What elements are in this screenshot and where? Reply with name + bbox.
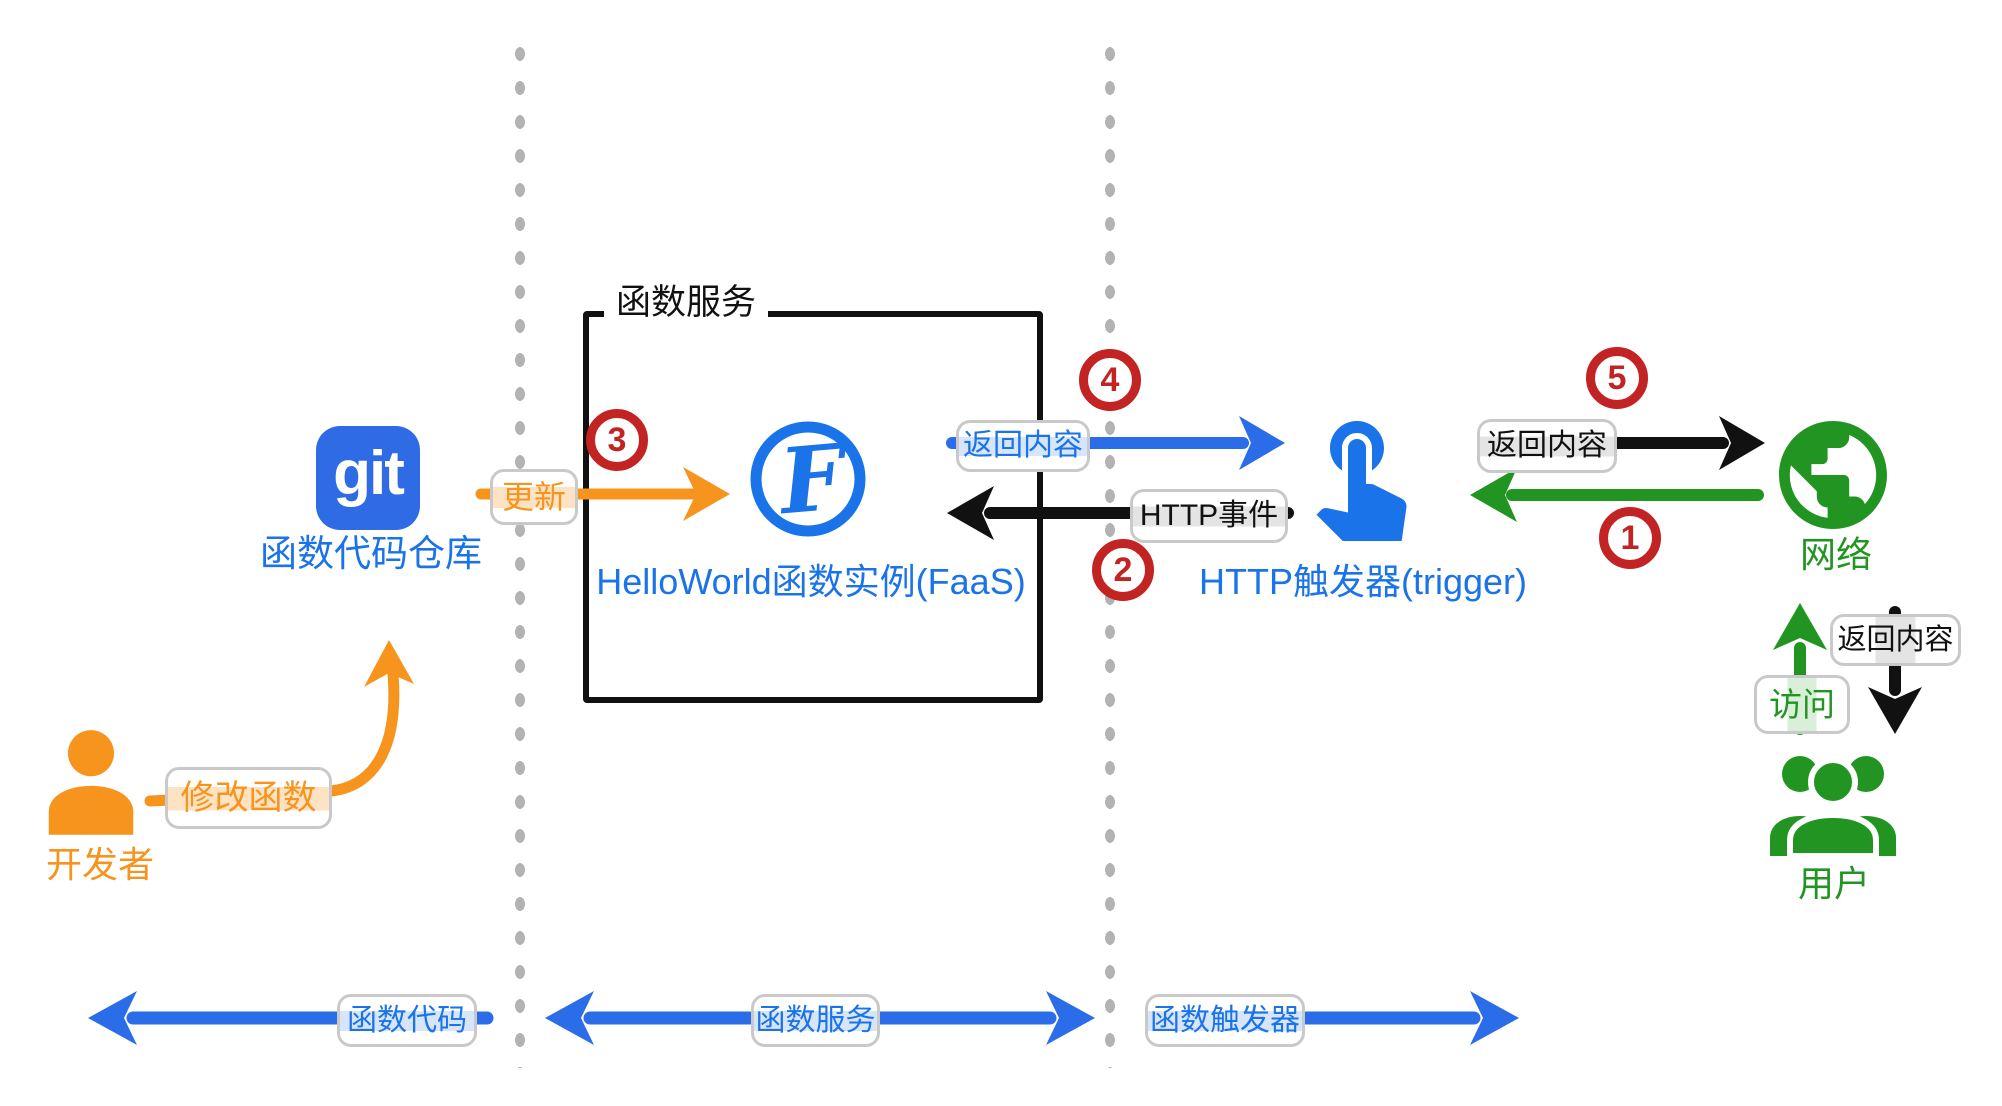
git-icon: git (316, 426, 420, 530)
return-content-edge-label-2: 返回内容 (1477, 419, 1617, 473)
return-content-arrow-trigger-to-network (1604, 416, 1765, 470)
lane-trigger-arrow (1293, 991, 1519, 1045)
function-f-icon: F (750, 421, 866, 537)
git-repo-label: 函数代码仓库 (260, 533, 482, 574)
return-content-edge-label-3: 返回内容 (1830, 614, 1961, 666)
git-logo-text: git (333, 438, 405, 508)
function-service-box-title: 函数服务 (604, 282, 769, 324)
network-globe-icon (1779, 421, 1887, 529)
network-label: 网络 (1799, 534, 1873, 575)
modify-function-edge-label: 修改函数 (165, 767, 332, 829)
step-badge-5: 5 (1586, 347, 1648, 409)
return-content-edge-label-1: 返回内容 (956, 420, 1090, 472)
step-badge-3: 3 (586, 409, 648, 471)
lane-trigger-label: 函数触发器 (1145, 994, 1305, 1047)
touch-trigger-icon (1316, 421, 1407, 541)
http-event-edge-label: HTTP事件 (1130, 489, 1288, 543)
http-trigger-label: HTTP触发器(trigger) (1198, 561, 1528, 602)
developer-label: 开发者 (45, 844, 155, 885)
users-label: 用户 (1797, 863, 1871, 904)
update-edge-label: 更新 (490, 469, 578, 525)
access-edge-label: 访问 (1754, 675, 1850, 734)
step-badge-2: 2 (1092, 539, 1154, 601)
users-group-icon (1770, 756, 1896, 856)
step-badge-4: 4 (1079, 349, 1141, 411)
lane-code-label: 函数代码 (337, 994, 477, 1047)
lane-divider-left (514, 44, 526, 1068)
network-request-green-arrow (1470, 468, 1764, 522)
developer-person-icon (48, 730, 134, 835)
lane-service-label: 函数服务 (751, 994, 880, 1047)
faas-instance-label: HelloWorld函数实例(FaaS) (596, 561, 1026, 602)
step-badge-1: 1 (1599, 507, 1661, 569)
